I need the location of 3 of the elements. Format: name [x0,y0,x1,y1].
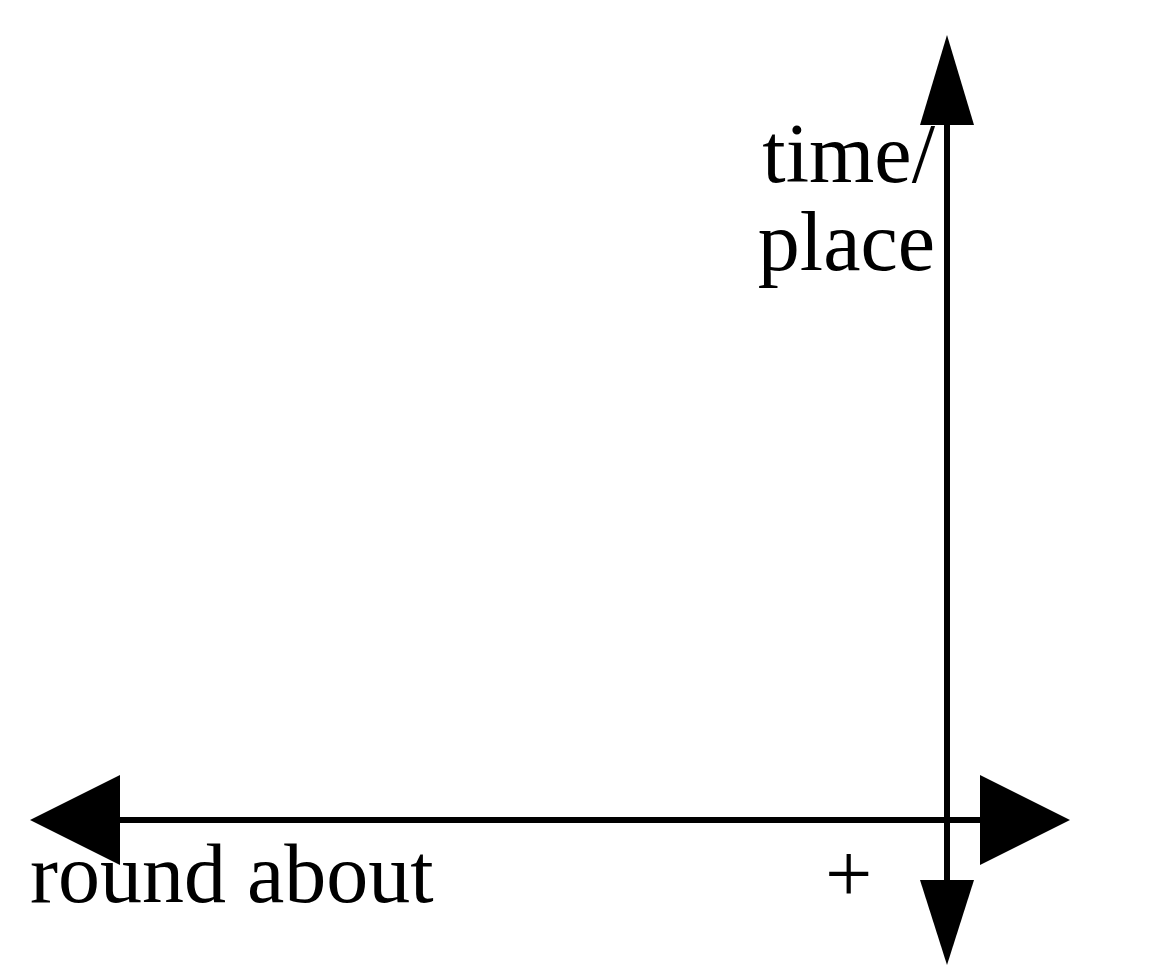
axis-label: time/ place [756,110,935,286]
axis-label: round about [30,830,435,918]
sign-label: + [825,830,874,918]
